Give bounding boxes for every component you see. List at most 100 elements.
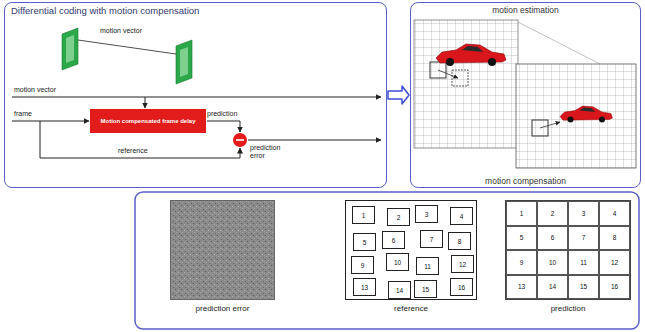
node-text: 11 [580,259,587,266]
subtractor-symbol [233,133,247,147]
node-text: 10 [549,259,556,266]
node-text: prediction [551,304,586,313]
node-text: 16 [611,283,618,290]
node-text: 5 [520,234,524,241]
block-cell: 9 [351,256,374,274]
block-cell: 6 [382,231,405,249]
panel: motion estimationmotion compensation [410,2,641,188]
search-grid [414,20,518,148]
block-cell: 13 [353,278,376,296]
node-text: 11 [424,263,431,270]
block-cell: 3 [415,205,438,223]
block-cell: 4 [450,207,473,225]
node-text: prediction error [196,304,250,313]
node-text: 15 [422,286,429,293]
block-cell: 13 [506,275,537,300]
error-picture [170,200,275,300]
block-cell: 12 [599,250,630,275]
node-text: 15 [580,283,587,290]
node-text: 6 [392,237,396,244]
label-anchor: frame [14,110,32,118]
minus-sign [236,139,244,141]
flow-arrow [388,86,409,104]
block-cell: 7 [420,230,443,248]
node-text: 2 [397,214,401,221]
block-outline [452,70,468,86]
node-text: 12 [459,261,466,268]
motion-arrow [438,70,458,78]
node-text: 14 [396,287,403,294]
block-cell: 10 [386,253,409,271]
block-cell: 7 [568,226,599,251]
zoom-grid [516,64,636,168]
block-cell: 15 [568,275,599,300]
node-text: 9 [361,262,365,269]
block-cell: 6 [537,226,568,251]
node-text: 3 [425,211,429,218]
car-picture [560,106,613,123]
node-text: 1 [520,210,524,217]
block-cell: 8 [599,226,630,251]
motion-vector-wire [12,97,381,98]
panel-title: Differential coding with motion compensa… [11,5,380,16]
node-text: 6 [551,234,555,241]
block-cell: 5 [506,226,537,251]
block-cell: 3 [568,201,599,226]
node-text: 7 [582,234,586,241]
zoom-line [518,22,600,64]
node-text: 10 [394,259,401,266]
frame-icon [66,35,74,63]
node-text: 16 [458,284,465,291]
signal-label: motion vector [14,86,56,94]
block-cell: 4 [599,201,630,226]
label-anchor: motion vector [100,27,142,35]
signal-label: frame [14,110,32,118]
zoom-grid [516,64,636,168]
node-text: 7 [430,236,434,243]
error-image: prediction error [170,200,275,300]
block-cell: 12 [451,255,474,273]
search-grid [414,20,518,148]
motion-arrow [540,122,560,128]
prediction-wire [207,121,240,132]
block-cell: 14 [537,275,568,300]
node-text: 3 [582,210,586,217]
node-text: 4 [613,210,617,217]
block-cell: 14 [388,281,411,299]
signal-label: prediction error [250,144,290,161]
label-anchor: reference [118,147,148,155]
car-picture [436,44,506,66]
block-cell: 16 [450,278,473,296]
label-anchor: prediction error [250,144,290,161]
block-cell: 11 [568,250,599,275]
reference-image: reference12345678910111213141516 [345,200,477,300]
node-text: 9 [520,259,524,266]
frame-icon [62,28,78,70]
signal-label: reference [118,147,148,155]
node-text: 8 [458,238,462,245]
block-cell: 10 [537,250,568,275]
node-text: 13 [361,284,368,291]
block-cell: 2 [537,201,568,226]
node-text: 13 [518,283,525,290]
panel-title: motion compensation [485,176,566,186]
block-cell: 15 [414,280,437,298]
node-text: reference [394,304,428,313]
block-cell: 11 [416,257,439,275]
panel-outline [135,192,639,329]
node-text: 14 [549,283,556,290]
label-anchor: prediction [207,110,237,118]
prediction-image: prediction12345678910111213141516 [505,200,631,300]
block-cell: 8 [448,232,471,250]
block-cell: 1 [506,201,537,226]
node-text: 4 [460,213,464,220]
block-cell: 1 [352,206,375,224]
signal-label: motion vector [100,27,142,35]
node-text: 8 [613,234,617,241]
signal-label: prediction [207,110,237,118]
block-cell: 2 [387,208,410,226]
node-text: 1 [362,212,366,219]
block-cell: 16 [599,275,630,300]
